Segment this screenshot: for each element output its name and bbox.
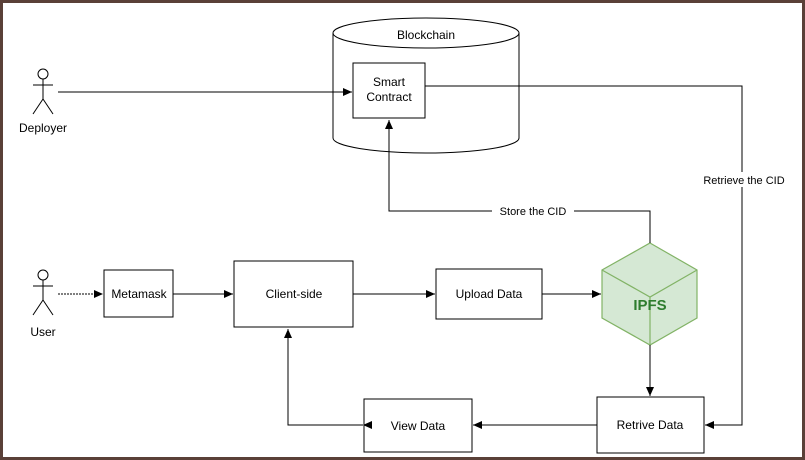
deployer-label: Deployer <box>19 121 67 135</box>
view-data-box <box>363 398 473 453</box>
smart-contract-box <box>352 62 426 119</box>
view-data-label: View Data <box>391 419 446 433</box>
metamask-label: Metamask <box>111 287 167 301</box>
smart-contract-label-line2: Contract <box>366 90 412 104</box>
retrieve-cid-label-bg <box>697 172 792 187</box>
deployer-actor-icon <box>32 68 54 115</box>
client-side-label: Client-side <box>266 287 323 301</box>
upload-data-label: Upload Data <box>456 287 523 301</box>
retrieve-cid-label: Retrieve the CID <box>703 175 784 187</box>
ipfs-cube-icon <box>601 242 698 346</box>
edge-contract-retrieve-cid <box>425 85 743 429</box>
edge-view-client-bidirectional <box>284 329 372 429</box>
retrive-data-label: Retrive Data <box>617 418 684 432</box>
blockchain-label: Blockchain <box>397 28 455 42</box>
smart-contract-label-line1: Smart <box>373 75 406 89</box>
ipfs-label: IPFS <box>633 297 666 314</box>
user-label: User <box>30 325 55 339</box>
store-cid-label: Store the CID <box>500 206 567 218</box>
client-side-box <box>233 260 354 328</box>
user-actor-icon <box>32 269 54 316</box>
store-cid-label-bg <box>492 203 574 218</box>
